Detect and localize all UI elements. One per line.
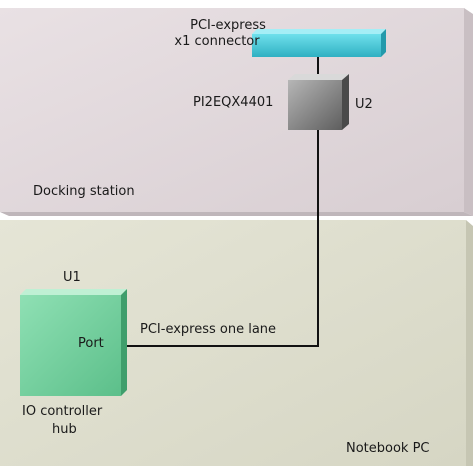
pi2eqx4401-chip-shape	[288, 74, 349, 130]
link-label: PCI-express one lane	[140, 322, 277, 337]
connector-label-line2: x1 connector	[174, 34, 260, 49]
notebook-pc-label: Notebook PC	[346, 441, 430, 456]
pcie-connector-shape	[252, 29, 386, 57]
docking-station-region	[0, 8, 473, 216]
io-controller-hub-shape	[20, 289, 127, 396]
controller-name-line1: IO controller	[22, 404, 103, 419]
controller-ref-label: U1	[63, 270, 81, 285]
connector-label-line1: PCI-express	[190, 18, 266, 33]
docking-station-label: Docking station	[33, 184, 135, 199]
port-label: Port	[78, 336, 104, 351]
controller-name-line2: hub	[52, 422, 77, 437]
switch-ref-label: U2	[355, 97, 373, 112]
switch-part-label: PI2EQX4401	[193, 95, 274, 110]
